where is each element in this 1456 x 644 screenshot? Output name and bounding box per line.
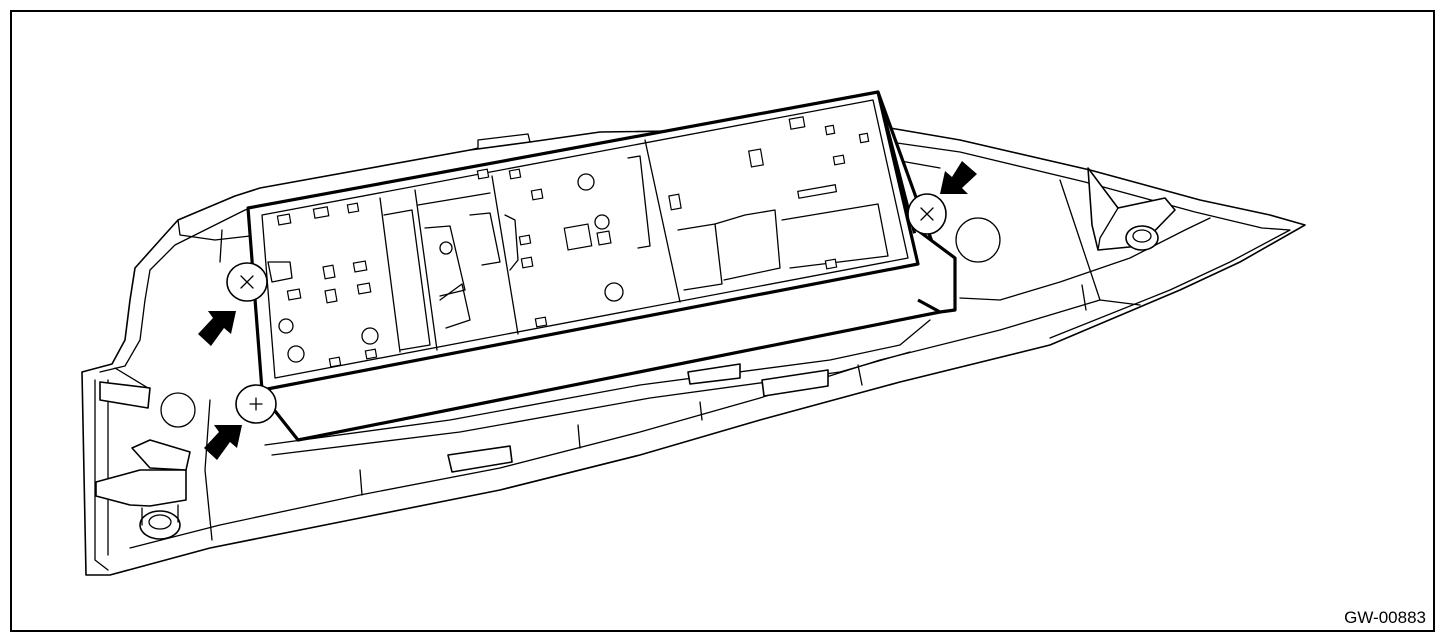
switch-module	[246, 90, 957, 442]
upper-left-clip-arrow	[198, 311, 236, 346]
right-clip	[907, 193, 947, 235]
lower-left-clip-arrow	[204, 425, 242, 460]
upper-left-clip	[226, 262, 268, 302]
right-clip-arrow	[940, 161, 977, 194]
figure-code: GW-00883	[1344, 608, 1426, 627]
callout-arrows	[198, 161, 977, 460]
mounting-clips	[226, 193, 947, 424]
lower-left-clip	[235, 384, 277, 424]
